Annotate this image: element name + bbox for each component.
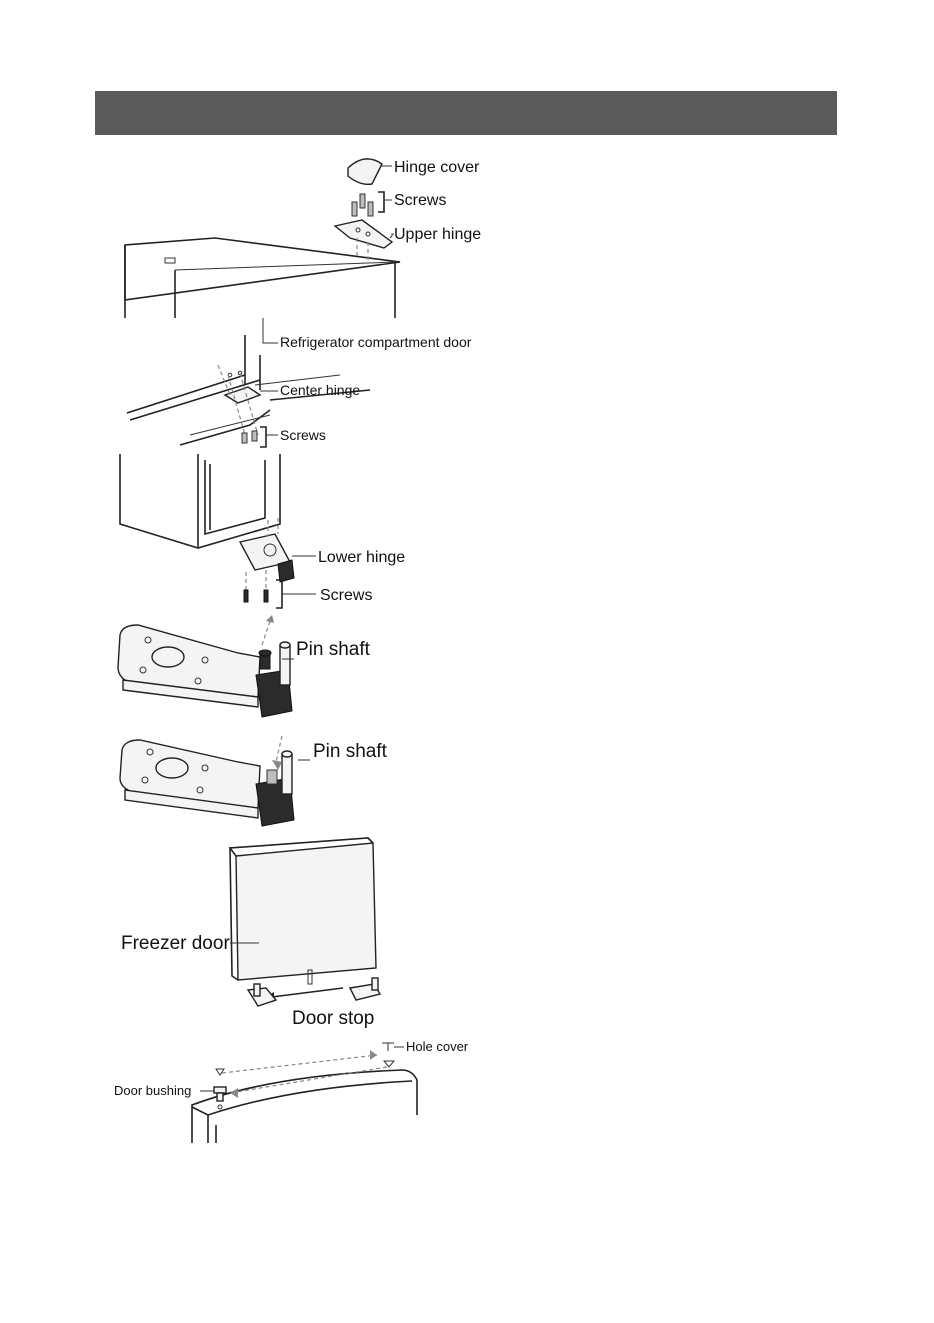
label-center-hinge: Center hinge xyxy=(280,382,360,398)
figure-pin-shaft-remove: Pin shaft xyxy=(108,615,408,730)
label-hinge-cover: Hinge cover xyxy=(394,159,480,176)
screw-icon xyxy=(244,590,248,602)
freezer-door-icon xyxy=(236,843,376,980)
upper-hinge-icon xyxy=(335,220,392,248)
label-freezer-door: Freezer door xyxy=(121,933,230,954)
label-lower-hinge: Lower hinge xyxy=(318,549,405,566)
hole-cover-icon xyxy=(382,1043,394,1051)
figure-upper-hinge: Hinge cover Screws Upper hinge xyxy=(110,150,490,320)
label-screws-lower: Screws xyxy=(320,587,372,604)
figure-top-cover: Hole cover Door bushing xyxy=(112,1035,482,1145)
screw-icon xyxy=(242,433,247,443)
figure-center-hinge: Refrigerator compartment door Center hin… xyxy=(110,315,490,450)
figure-freezer-door: Freezer door Door stop xyxy=(118,838,418,1033)
label-hole-cover: Hole cover xyxy=(406,1039,469,1054)
label-pin-shaft-remove: Pin shaft xyxy=(296,639,371,660)
label-door-bushing: Door bushing xyxy=(114,1083,191,1098)
label-screws-upper: Screws xyxy=(394,192,446,209)
door-bushing-icon xyxy=(214,1087,226,1093)
figure-pin-shaft-insert: Pin shaft xyxy=(110,732,410,837)
section-header-bar xyxy=(95,91,837,135)
pin-shaft-icon xyxy=(267,770,277,784)
label-refrigerator-door: Refrigerator compartment door xyxy=(280,334,472,350)
label-pin-shaft-insert: Pin shaft xyxy=(313,741,388,762)
label-upper-hinge: Upper hinge xyxy=(394,226,481,243)
door-stop-icon xyxy=(248,988,276,1006)
hinge-cover-icon xyxy=(348,159,382,184)
label-door-stop: Door stop xyxy=(292,1008,374,1029)
figure-lower-hinge: Lower hinge Screws xyxy=(110,452,430,612)
label-screws-center: Screws xyxy=(280,427,326,443)
screw-icon xyxy=(360,194,365,208)
